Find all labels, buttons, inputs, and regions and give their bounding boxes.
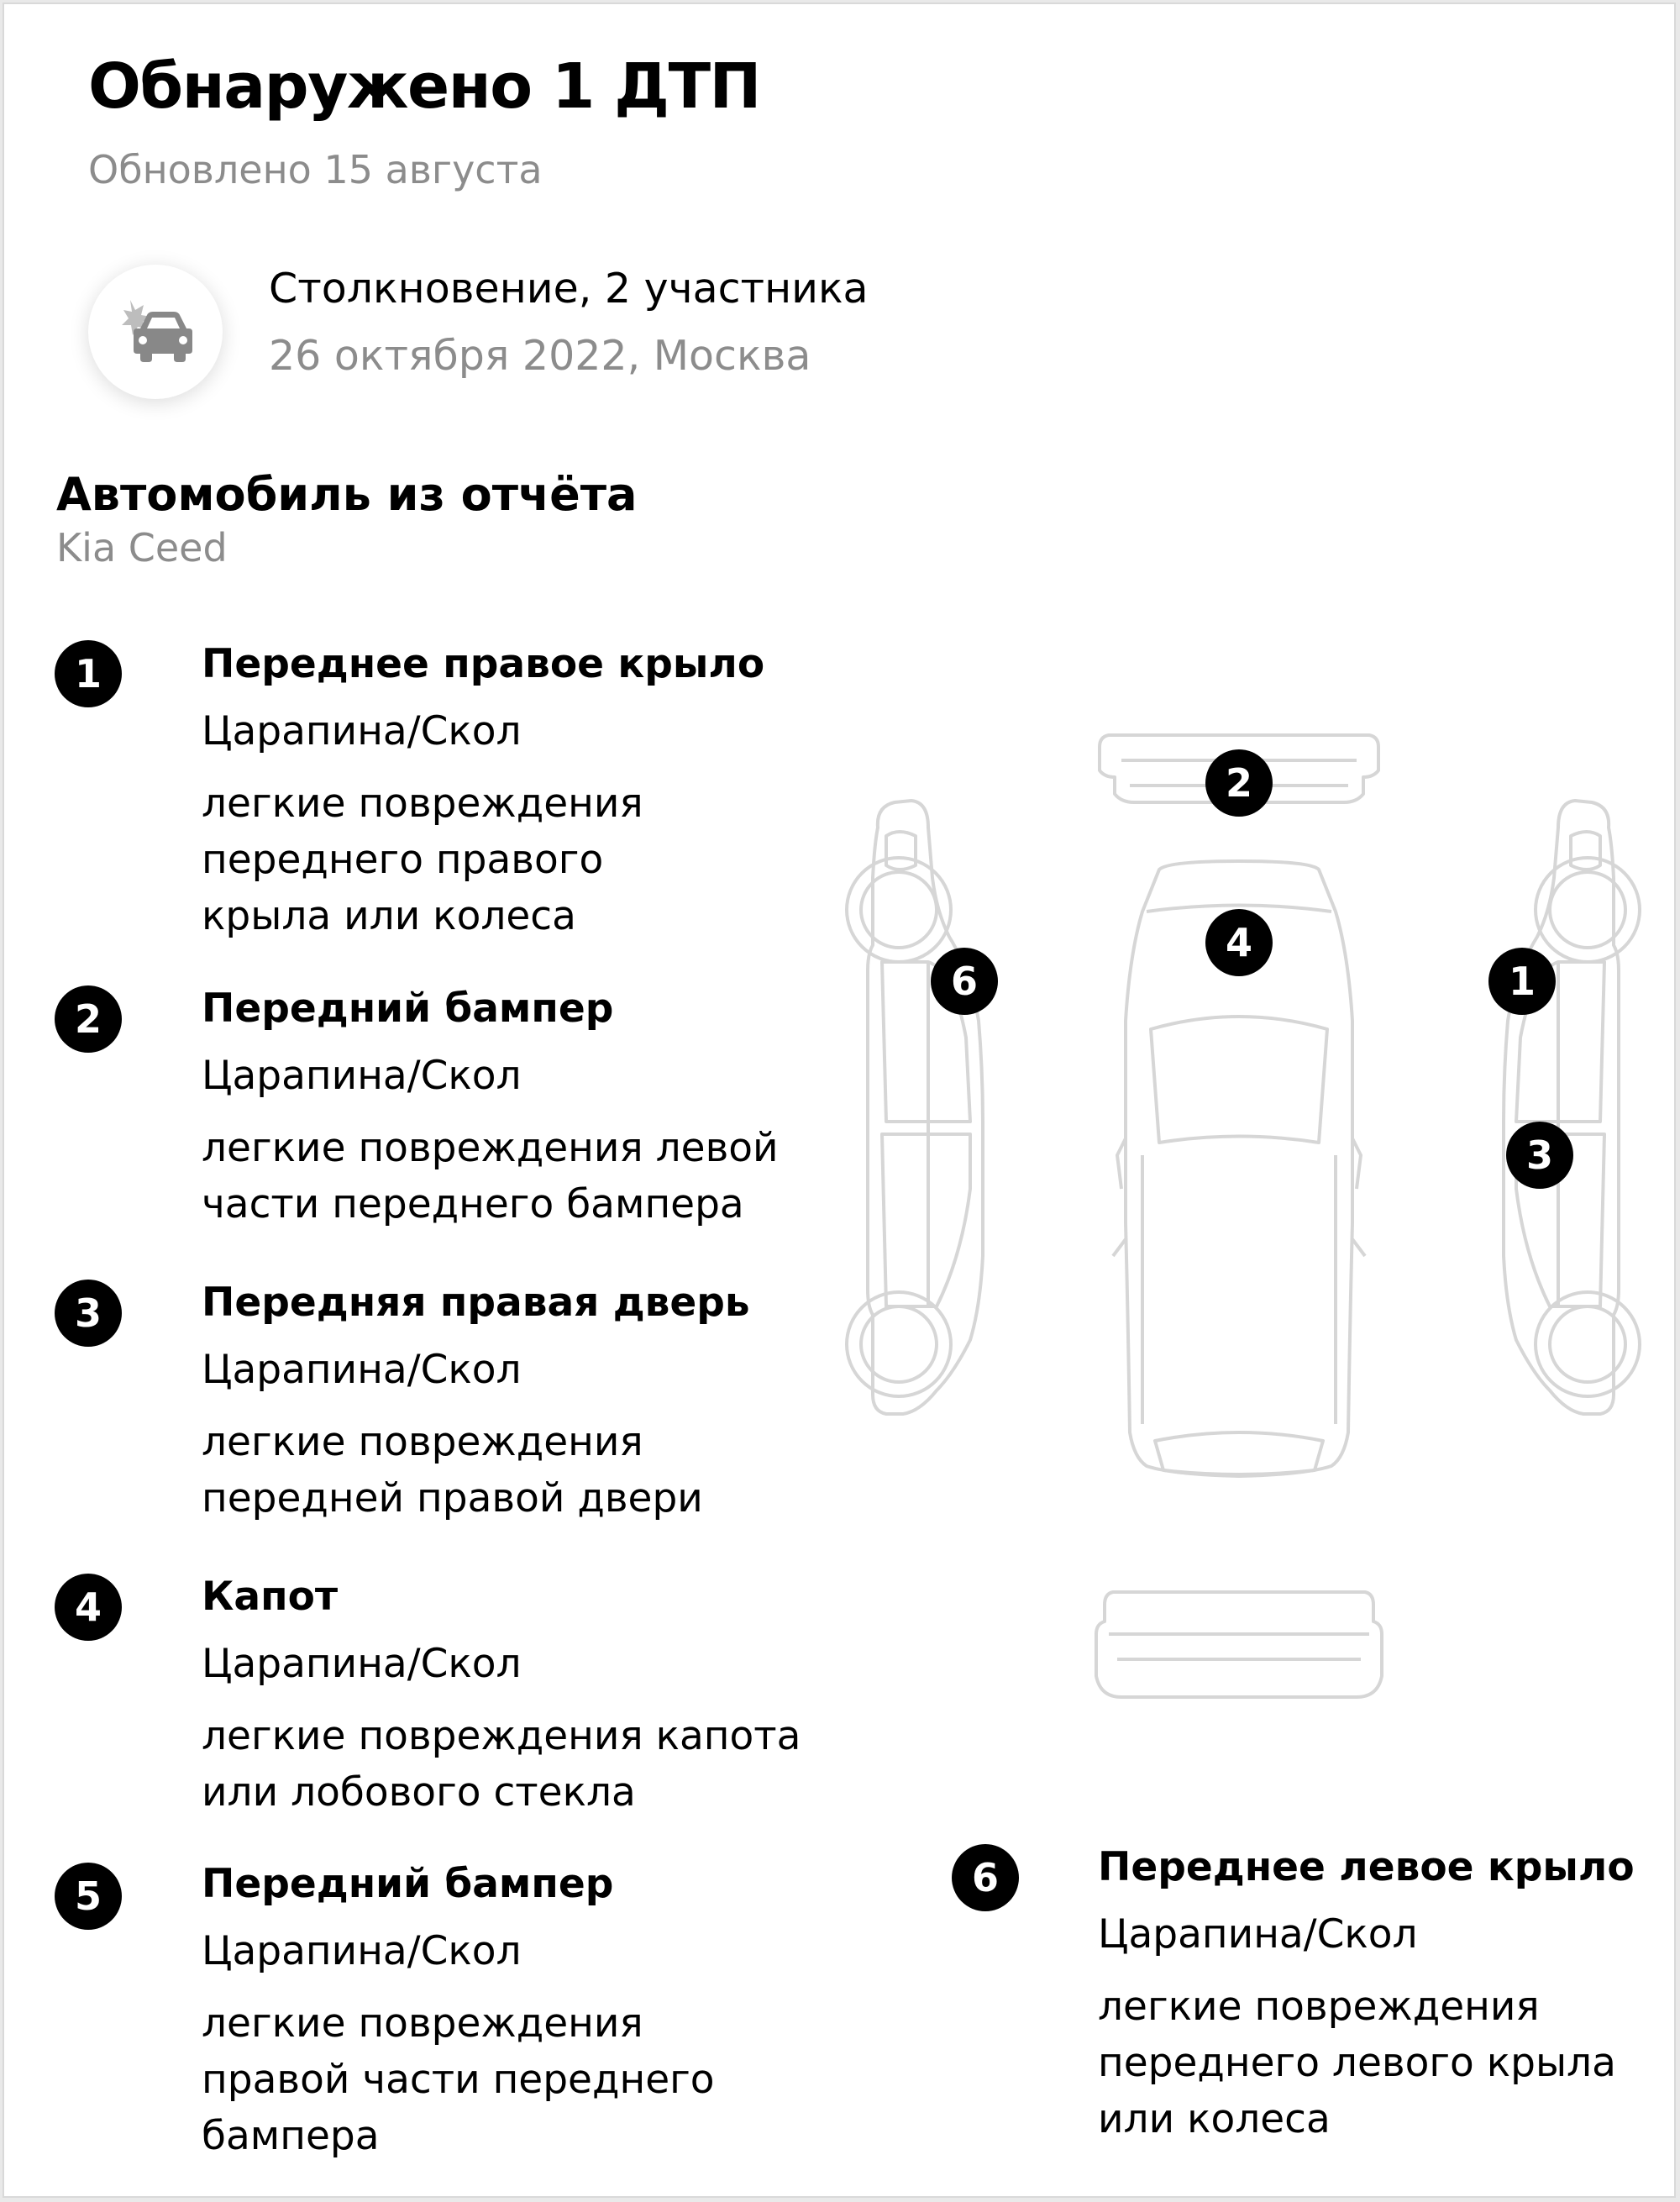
damage-description: легкие повреждения капота или лобового с… bbox=[202, 1713, 801, 1816]
damage-part: Переднее левое крыло bbox=[1098, 1844, 1635, 1890]
diagram-marker: 1 bbox=[1488, 948, 1556, 1015]
damage-description: легкие повреждения переднего левого крыл… bbox=[1098, 1984, 1616, 2142]
damage-description: легкие повреждения передней правой двери bbox=[202, 1419, 703, 1521]
damage-number-badge: 1 bbox=[55, 640, 122, 707]
car-model: Kia Ceed bbox=[56, 525, 228, 570]
page-title: Обнаружено 1 ДТП bbox=[88, 50, 761, 123]
damage-part: Передний бампер bbox=[202, 985, 614, 1032]
car-damage-diagram: 2 4 6 1 3 bbox=[836, 718, 1651, 1718]
damage-description: легкие повреждения левой части переднего… bbox=[202, 1125, 779, 1227]
damage-kind: Царапина/Скол bbox=[202, 1053, 522, 1099]
car-section-title: Автомобиль из отчёта bbox=[56, 468, 638, 521]
diagram-marker: 2 bbox=[1205, 749, 1273, 817]
damage-part: Передняя правая дверь bbox=[202, 1280, 750, 1326]
damage-number-badge: 5 bbox=[55, 1863, 122, 1930]
damage-number-badge: 6 bbox=[952, 1844, 1019, 1911]
damage-kind: Царапина/Скол bbox=[202, 1641, 522, 1687]
car-crash-icon bbox=[88, 265, 223, 399]
damage-kind: Царапина/Скол bbox=[202, 708, 522, 754]
damage-part: Переднее правое крыло bbox=[202, 641, 765, 687]
damage-number-badge: 3 bbox=[55, 1280, 122, 1347]
diagram-marker: 6 bbox=[931, 948, 998, 1015]
damage-kind: Царапина/Скол bbox=[1098, 1911, 1418, 1958]
accident-type: Столкновение, 2 участника bbox=[269, 265, 869, 313]
diagram-marker: 4 bbox=[1205, 909, 1273, 976]
damage-part: Капот bbox=[202, 1574, 339, 1620]
damage-kind: Царапина/Скол bbox=[202, 1347, 522, 1393]
damage-part: Передний бампер bbox=[202, 1861, 614, 1907]
accident-report-card: Обнаружено 1 ДТП Обновлено 15 августа Ст… bbox=[3, 3, 1676, 2198]
damage-description: легкие повреждения правой части переднег… bbox=[202, 2000, 715, 2159]
updated-date: Обновлено 15 августа bbox=[88, 147, 543, 192]
damage-description: легкие повреждения переднего правого кры… bbox=[202, 780, 643, 939]
damage-number-badge: 2 bbox=[55, 985, 122, 1053]
damage-number-badge: 4 bbox=[55, 1574, 122, 1641]
accident-date-place: 26 октября 2022, Москва bbox=[269, 332, 811, 380]
damage-kind: Царапина/Скол bbox=[202, 1928, 522, 1974]
car-outline-icon bbox=[845, 733, 1641, 1699]
diagram-marker: 3 bbox=[1506, 1122, 1573, 1189]
